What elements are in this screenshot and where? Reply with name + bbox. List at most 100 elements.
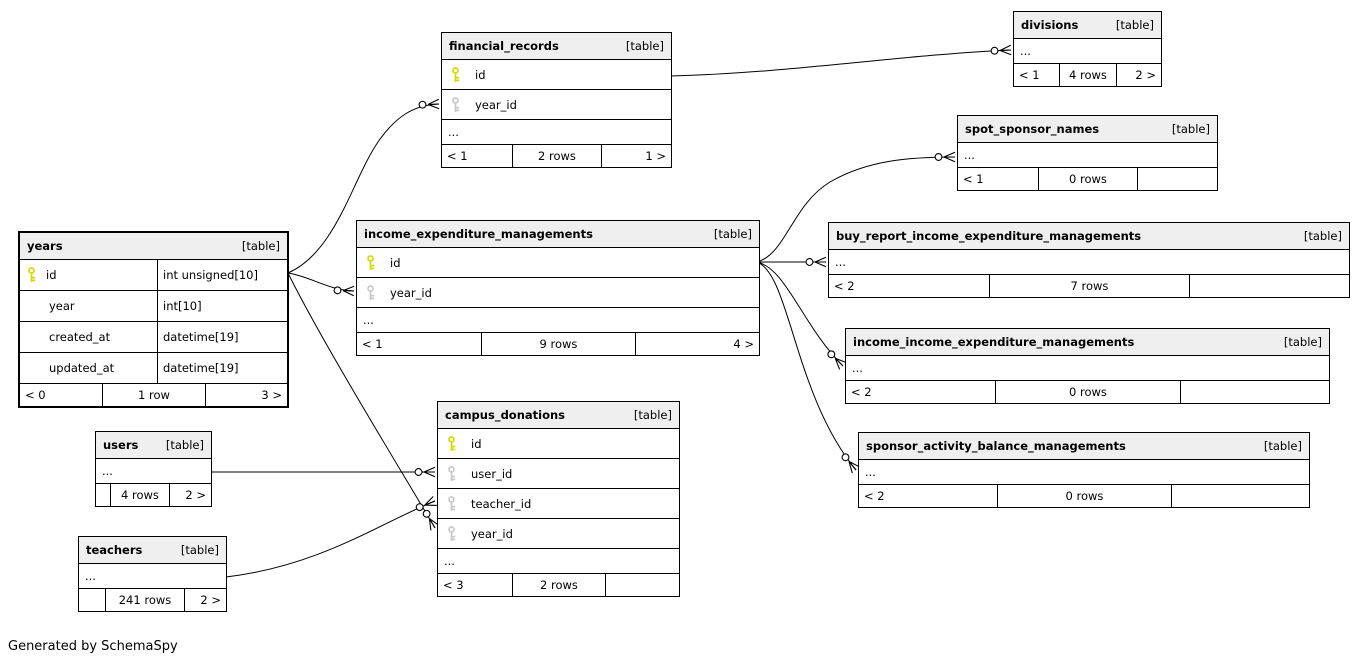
table-income_income_expenditure_managements[interactable]: income_income_expenditure_managements[ta… — [845, 328, 1330, 404]
footer-children: 1 > — [600, 145, 671, 167]
footer-rowcount: 4 rows — [110, 484, 169, 506]
column-type: datetime[19] — [163, 330, 239, 344]
table-footer-spot_sponsor_names: < 1 0 rows — [958, 168, 1217, 190]
footer-parents: < 0 — [25, 388, 46, 402]
hidden-columns-ellipsis: ... — [846, 356, 1329, 381]
table-name: campus_donations — [445, 408, 566, 422]
foreign-key-icon — [448, 465, 456, 481]
table-name: income_expenditure_managements — [364, 227, 593, 241]
column-name: id — [46, 268, 57, 282]
column-type: int[10] — [163, 299, 202, 313]
hidden-columns-ellipsis: ... — [829, 250, 1349, 275]
table-years[interactable]: years [table] id int unsigned[10] year int[10… — [18, 231, 289, 408]
table-buy_report_income_expenditure_managements[interactable]: buy_report_income_expenditure_management… — [828, 222, 1350, 298]
column-name: teacher_id — [471, 496, 532, 511]
table-type-label: [table] — [180, 543, 219, 557]
column-row-user_id: user_id — [438, 459, 679, 489]
column-name: created_at — [49, 330, 111, 344]
column-name-cell: id — [20, 260, 157, 290]
hidden-columns-ellipsis: ... — [958, 143, 1217, 168]
table-type-label: [table] — [713, 227, 752, 241]
primary-key-icon — [367, 254, 375, 270]
column-type: datetime[19] — [163, 361, 239, 375]
footer-rowcount: 2 rows — [512, 145, 600, 167]
table-header-divisions: divisions[table] — [1014, 12, 1161, 39]
table-header-teachers: teachers[table] — [79, 537, 226, 564]
table-sponsor_activity_balance_managements[interactable]: sponsor_activity_balance_managements[tab… — [858, 432, 1310, 508]
table-footer-buy_report_income_expenditure_managements: < 2 7 rows — [829, 275, 1349, 297]
foreign-key-icon — [452, 96, 460, 112]
footer-parents: < 2 — [864, 489, 885, 503]
footer-parents: < 1 — [963, 172, 984, 186]
column-row-year_id: year_id — [438, 519, 679, 549]
generator-note: Generated by SchemaSpy — [8, 639, 178, 654]
table-name: users — [103, 438, 139, 452]
table-header-income_expenditure_managements: income_expenditure_managements [table] — [357, 221, 759, 248]
primary-key-icon — [448, 435, 456, 451]
edge-years-financial_records — [287, 98, 440, 274]
column-name: id — [390, 255, 401, 270]
table-header-years: years [table] — [20, 233, 287, 260]
table-type-label: [table] — [241, 239, 280, 253]
edge-years-income_expenditure_managements — [287, 272, 355, 297]
footer-rowcount: 241 rows — [105, 589, 184, 611]
footer-children: 2 > — [1115, 64, 1161, 86]
table-spot_sponsor_names[interactable]: spot_sponsor_names[table]... < 1 0 rows — [957, 115, 1218, 191]
table-header-buy_report_income_expenditure_managements: buy_report_income_expenditure_management… — [829, 223, 1349, 250]
footer-rowcount: 0 rows — [1037, 168, 1138, 190]
column-row-year_id: year_id — [442, 90, 671, 120]
column-name: updated_at — [49, 361, 115, 375]
column-name: year_id — [475, 97, 517, 112]
edge-income_expenditure_managements-income_income — [756, 261, 847, 370]
footer-parents: < 1 — [447, 149, 468, 163]
table-header-users: users[table] — [96, 432, 211, 459]
table-header-sponsor_activity_balance_managements: sponsor_activity_balance_managements[tab… — [859, 433, 1309, 460]
table-type-label: [table] — [1303, 229, 1342, 243]
table-header-financial_records: financial_records[table] — [442, 33, 671, 60]
column-type-cell: int[10] — [157, 291, 287, 321]
table-type-label: [table] — [1263, 439, 1302, 453]
table-header-spot_sponsor_names: spot_sponsor_names[table] — [958, 116, 1217, 143]
footer-children: 2 > — [184, 589, 226, 611]
footer-children — [1180, 381, 1329, 403]
column-type: int unsigned[10] — [163, 268, 258, 282]
table-header-income_income_expenditure_managements: income_income_expenditure_managements[ta… — [846, 329, 1329, 356]
table-name: buy_report_income_expenditure_management… — [836, 229, 1142, 243]
column-row-created_at: created_at datetime[19] — [20, 322, 287, 353]
footer-children — [604, 574, 679, 596]
table-name: divisions — [1021, 18, 1079, 32]
table-type-label: [table] — [633, 408, 672, 422]
column-row-year: year int[10] — [20, 291, 287, 322]
hidden-columns-ellipsis: ... — [79, 564, 226, 589]
foreign-key-icon — [448, 495, 456, 511]
table-name: years — [27, 239, 63, 253]
table-income_expenditure_managements[interactable]: income_expenditure_managements [table] id y… — [356, 220, 760, 356]
primary-key-icon — [452, 66, 460, 82]
column-name-cell: created_at — [20, 322, 157, 352]
footer-children — [1189, 275, 1349, 297]
edge-teachers-campus_donations — [225, 496, 437, 578]
edge-income_expenditure_managements-sponsor_activity — [756, 261, 860, 474]
footer-parents: < 1 — [362, 337, 383, 351]
footer-children: 3 > — [204, 384, 287, 406]
column-name-cell: year — [20, 291, 157, 321]
column-type-cell: datetime[19] — [157, 353, 287, 383]
column-row-id: id — [438, 429, 679, 459]
footer-parents: < 2 — [834, 279, 855, 293]
table-type-label: [table] — [1283, 335, 1322, 349]
column-row-year_id: year_id — [357, 278, 759, 308]
footer-parents — [96, 484, 110, 506]
footer-rowcount: 7 rows — [989, 275, 1189, 297]
footer-parents: < 3 — [443, 578, 464, 592]
